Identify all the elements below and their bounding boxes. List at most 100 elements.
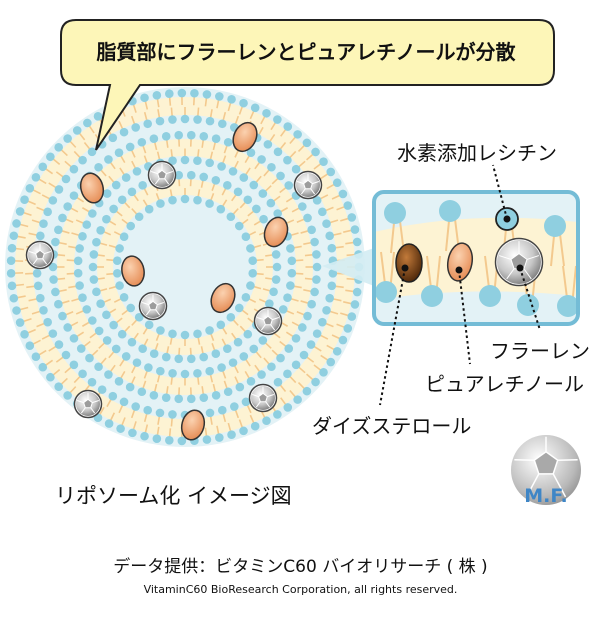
lipid-head — [242, 232, 251, 241]
lipid-head — [274, 148, 283, 157]
lipid-head — [122, 173, 131, 182]
lipid-head — [153, 434, 162, 443]
lipid-head — [168, 369, 177, 378]
lipid-head — [303, 139, 312, 148]
lipid-head — [276, 172, 285, 181]
lipid-head — [49, 196, 58, 205]
lipid-head — [116, 424, 125, 433]
lipid-head — [303, 387, 312, 396]
lipid-head — [272, 275, 281, 284]
lipid-head — [88, 209, 97, 218]
lipid-head — [303, 214, 312, 223]
lipid-head — [83, 119, 92, 128]
lipid-head — [89, 263, 98, 272]
lipid-head — [96, 299, 105, 308]
lipid-head — [181, 115, 190, 124]
lipid-head — [319, 157, 328, 166]
lipid-head — [343, 324, 352, 333]
lipid-head — [246, 244, 255, 253]
lipid-head — [145, 321, 154, 330]
lipid-head — [102, 311, 111, 320]
lipid-head — [82, 220, 91, 229]
lipid-head — [162, 393, 171, 402]
lipid-head — [274, 378, 283, 387]
lipid-head — [333, 347, 342, 356]
lipid-tail — [257, 260, 264, 261]
lipid-tail — [106, 274, 113, 275]
lipid-head — [322, 219, 331, 228]
lipid-head — [557, 295, 579, 317]
lipid-head — [46, 152, 55, 161]
lipid-head — [54, 300, 63, 309]
lipid-head — [269, 288, 278, 297]
lipid-head — [353, 288, 362, 297]
lipid-head — [162, 353, 171, 362]
lipid-tail — [171, 108, 172, 116]
label-hydrogenated-lecithin: 水素添加レシチン — [397, 137, 557, 166]
lipid-head — [199, 393, 208, 402]
lipid-head — [319, 368, 328, 377]
lipid-head — [12, 306, 21, 315]
lipid-head — [292, 334, 301, 343]
lipid-head — [49, 275, 58, 284]
lipid-head — [248, 256, 257, 265]
lipid-tail — [170, 98, 171, 106]
lipid-head — [46, 373, 55, 382]
lipid-head — [347, 312, 356, 321]
lipid-head — [70, 191, 79, 200]
lipid-head — [479, 285, 501, 307]
lipid-head — [187, 354, 196, 363]
lipid-head — [193, 330, 202, 339]
lipid-head — [193, 115, 202, 124]
lipid-head — [115, 244, 124, 253]
lipid-head — [328, 281, 337, 290]
lipid-head — [115, 281, 124, 290]
lipid-head — [190, 89, 199, 98]
lipid-head — [243, 195, 252, 204]
lipid-head — [20, 330, 29, 339]
credit-source: データ提供：ビタミンC60 バイオリサーチ ( 株 ) — [0, 552, 601, 577]
lipid-head — [94, 362, 103, 371]
lipid-head — [113, 269, 122, 278]
lipid-head — [109, 133, 118, 142]
lipid-head — [267, 199, 276, 208]
lipid-head — [384, 202, 406, 224]
lipid-head — [251, 103, 260, 112]
lipid-head — [322, 306, 331, 315]
lipid-head — [150, 134, 159, 143]
lipid-head — [227, 212, 236, 221]
lipid-head — [58, 214, 67, 223]
fullerene-molecule — [250, 385, 277, 412]
lipid-tail — [171, 377, 172, 384]
lipid-head — [313, 263, 322, 272]
lipid-head — [174, 395, 183, 404]
lipid-tail — [106, 260, 113, 261]
lipid-head — [236, 383, 245, 392]
lipid-head — [257, 370, 266, 379]
lipid-tail — [170, 428, 171, 436]
diagram-caption: リポソーム化 イメージ図 — [55, 480, 292, 510]
lipid-head — [313, 329, 322, 338]
lipid-head — [293, 395, 302, 404]
lipid-head — [224, 387, 233, 396]
lipid-tail — [265, 255, 272, 256]
lipid-head — [88, 148, 97, 157]
lipid-head — [8, 282, 17, 291]
lipid-tail — [198, 149, 199, 156]
lipid-tail — [58, 278, 65, 279]
lipid-head — [32, 352, 41, 361]
lipid-head — [181, 370, 190, 379]
lipid-head — [98, 385, 107, 394]
lipid-head — [212, 134, 221, 143]
lipid-head — [310, 288, 319, 297]
lipid-head — [216, 205, 225, 214]
lipid-head — [70, 334, 79, 343]
lipid-head — [126, 304, 135, 313]
lipid-head — [165, 89, 174, 98]
lipid-head — [311, 148, 320, 157]
lipid-head — [51, 238, 60, 247]
fullerene-molecule — [75, 391, 102, 418]
lipid-head — [264, 140, 273, 149]
lipid-head — [105, 419, 114, 428]
membrane-inset — [374, 192, 579, 324]
